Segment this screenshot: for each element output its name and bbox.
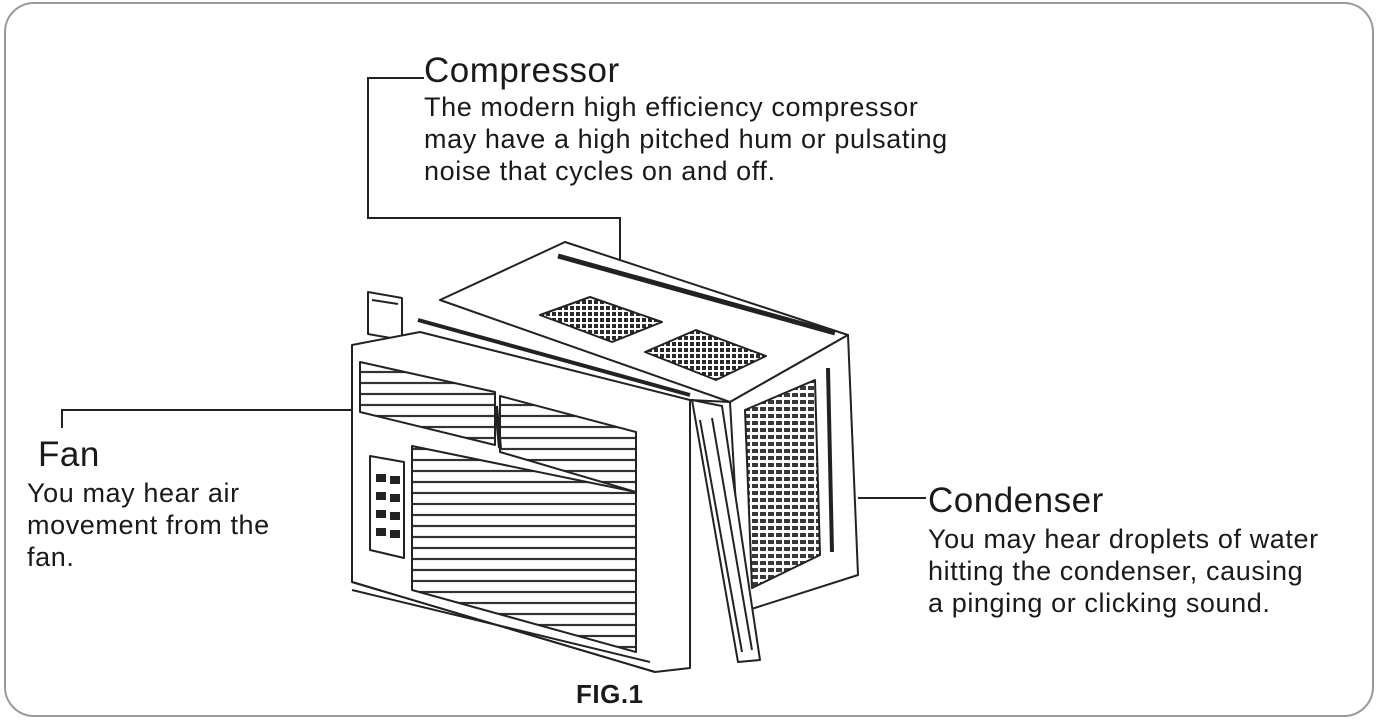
figure-caption: FIG.1: [576, 679, 644, 709]
condenser-title: Condenser: [928, 481, 1104, 520]
top-louvers: [359, 361, 496, 446]
front-grille: [411, 445, 637, 653]
condenser-grille: [744, 379, 821, 589]
top-vent-right: [644, 329, 767, 381]
top-vent-left: [539, 296, 663, 343]
air-conditioner-unit: [351, 241, 859, 673]
control-panel: [369, 455, 405, 559]
compressor-leader: [367, 77, 621, 260]
fan-leader: [61, 409, 352, 428]
fan-description: You may hear air movement from the fan.: [27, 478, 270, 572]
condenser-description: You may hear droplets of water hitting t…: [928, 524, 1319, 618]
leader-lines: [61, 77, 926, 499]
fan-title: Fan: [38, 435, 100, 474]
compressor-description: The modern high efficiency compressor ma…: [424, 92, 948, 186]
diagram-frame: [4, 2, 1374, 717]
compressor-title: Compressor: [424, 51, 620, 90]
